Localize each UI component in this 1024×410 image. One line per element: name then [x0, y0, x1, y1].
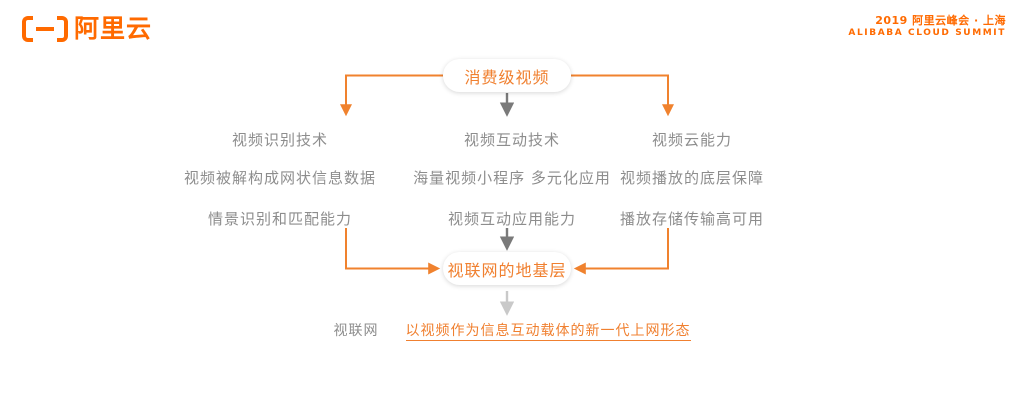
node-consumer-video[interactable]: 消费级视频	[443, 59, 571, 92]
column-video-cloud-heading: 视频云能力	[651, 131, 732, 149]
node-consumer-video-label: 消费级视频	[464, 67, 550, 87]
logo-wordmark: 阿里云	[74, 14, 153, 43]
column-video-interaction-line-1: 海量视频小程序 多元化应用	[413, 169, 611, 187]
summit-title-en: ALIBABA CLOUD SUMMIT	[848, 28, 1006, 38]
connector-top-to-left	[340, 74, 443, 117]
logo-right-bracket-icon	[57, 16, 68, 42]
summit-title-cn: 2019 阿里云峰会 · 上海	[875, 14, 1006, 27]
column-video-interaction-heading: 视频互动技术	[463, 131, 560, 149]
alibaba-cloud-logo: 阿里云	[22, 16, 152, 42]
connector-left-to-bottom	[345, 228, 441, 275]
node-video-internet-foundation[interactable]: 视联网的地基层	[443, 252, 571, 285]
summit-branding: 2019 阿里云峰会 · 上海 ALIBABA CLOUD SUMMIT	[848, 14, 1006, 39]
column-video-interaction-line-2: 视频互动应用能力	[447, 210, 576, 228]
logo-left-bracket-icon	[22, 16, 33, 42]
page-header: 阿里云 2019 阿里云峰会 · 上海 ALIBABA CLOUD SUMMIT	[0, 0, 1024, 56]
alibaba-cloud-bracket-logo-icon	[22, 16, 68, 42]
column-video-cloud-line-2: 播放存储传输高可用	[619, 210, 764, 228]
caption-description: 以视频作为信息互动载体的新一代上网形态	[405, 323, 691, 341]
logo-dash-icon	[36, 27, 54, 31]
column-video-recognition-line-1: 视频被解构成网状信息数据	[183, 169, 376, 187]
column-video-recognition-heading: 视频识别技术	[231, 131, 328, 149]
column-video-cloud-line-1: 视频播放的底层保障	[619, 169, 764, 187]
footer-caption: 视联网 以视频作为信息互动载体的新一代上网形态	[0, 320, 1024, 341]
connector-top-to-right	[571, 74, 674, 117]
node-video-internet-foundation-label: 视联网的地基层	[447, 260, 567, 280]
caption-term: 视联网	[333, 323, 379, 339]
column-video-recognition-line-2: 情景识别和匹配能力	[207, 210, 352, 228]
connector-right-to-bottom	[573, 228, 669, 275]
